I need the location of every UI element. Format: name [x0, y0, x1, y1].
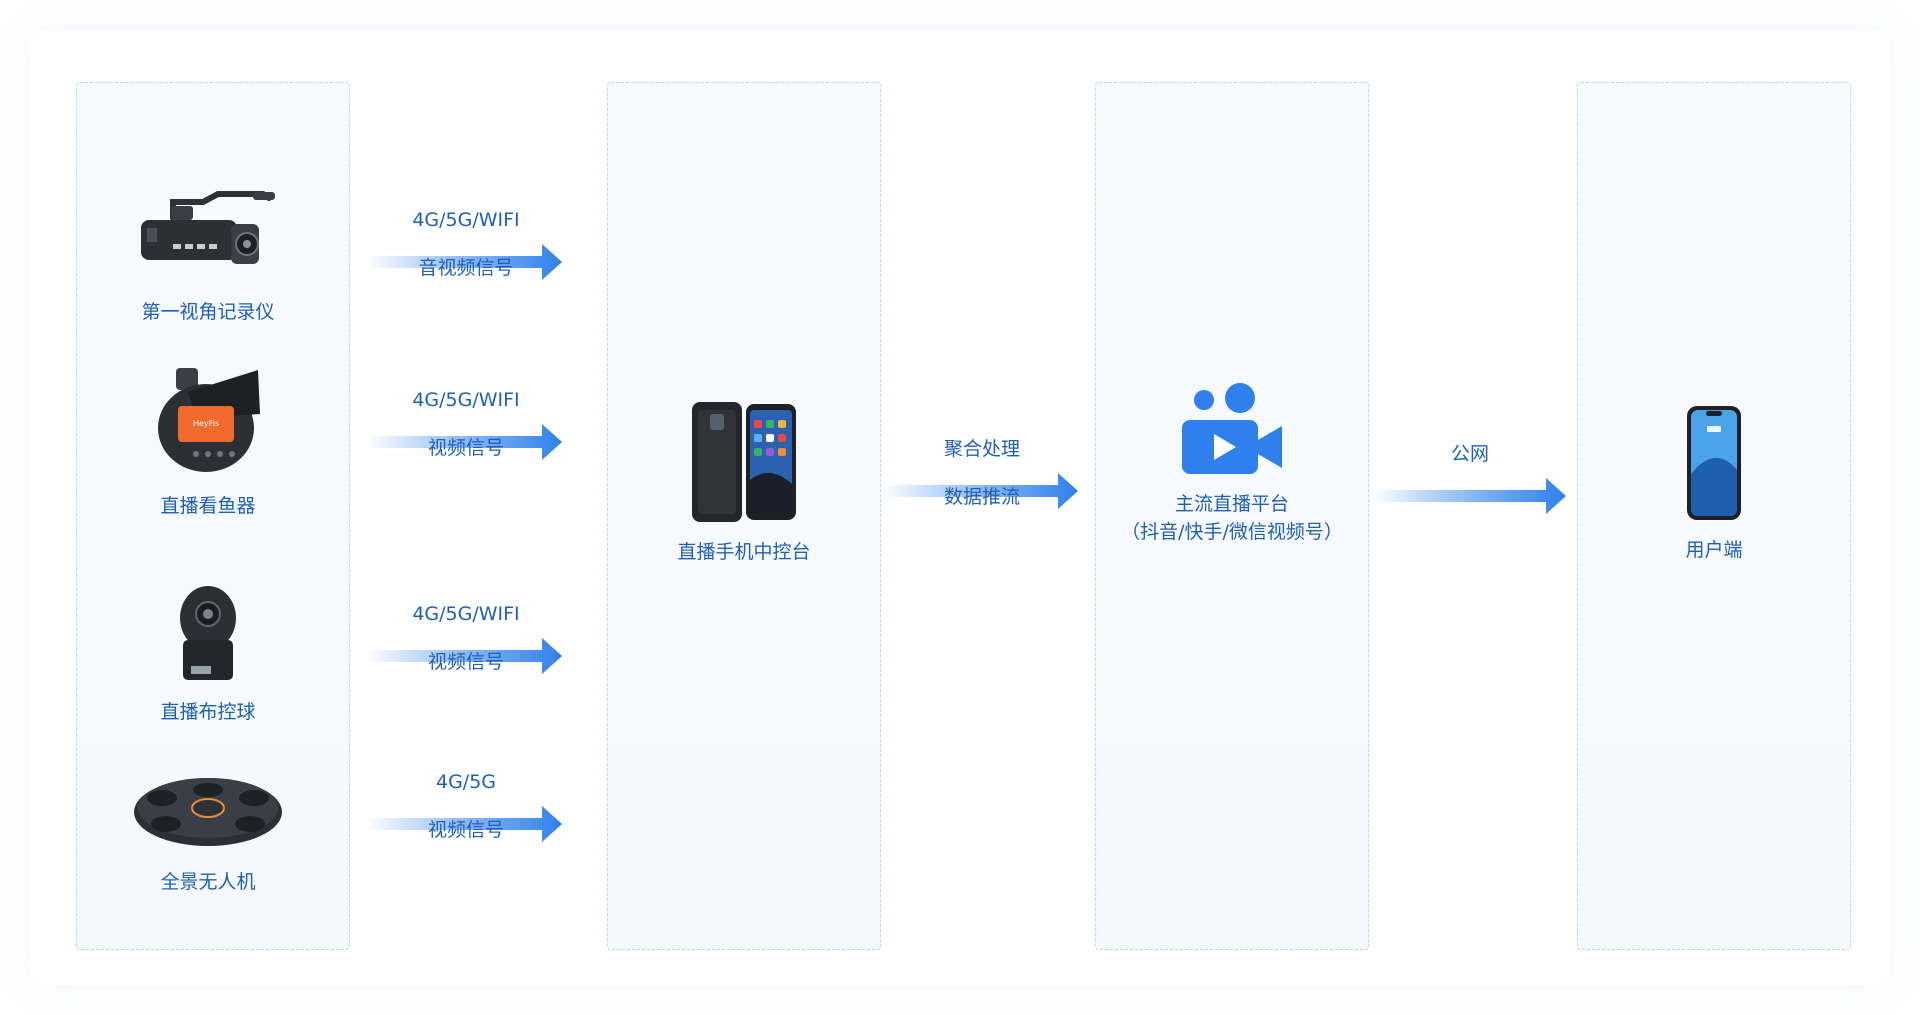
- platform-label: 主流直播平台: [1174, 493, 1289, 515]
- flow-arrow-icon: [366, 424, 562, 460]
- control-console-panel: [607, 82, 881, 950]
- flow-arrow-icon: [1370, 478, 1566, 514]
- source-label-ptz-dome: 直播布控球: [160, 701, 256, 723]
- platform-link: 公网: [1370, 441, 1570, 551]
- source-link-2: 4G/5G/WIFI 视频信号: [366, 387, 566, 497]
- flow-arrow-icon: [366, 244, 562, 280]
- control-link-bottom: 数据推流: [943, 486, 1020, 508]
- link-protocol-1: 4G/5G/WIFI: [412, 209, 520, 231]
- control-link: 聚合处理 数据推流: [882, 436, 1082, 546]
- video-camera-icon: [1182, 383, 1282, 474]
- ptz-dome-camera-icon: [180, 586, 236, 680]
- platform-node: 主流直播平台 （抖音/快手/微信视频号）: [1112, 382, 1352, 546]
- flow-arrow-icon: [366, 638, 562, 674]
- control-link-top: 聚合处理: [943, 438, 1020, 460]
- link-signal-2: 视频信号: [427, 437, 504, 459]
- link-protocol-2: 4G/5G/WIFI: [412, 389, 520, 411]
- user-label: 用户端: [1685, 539, 1743, 561]
- control-node: 直播手机中控台: [624, 400, 864, 566]
- link-protocol-4: 4G/5G: [435, 771, 497, 793]
- platform-sublabel: （抖音/快手/微信视频号）: [1121, 521, 1343, 543]
- control-label: 直播手机中控台: [677, 541, 811, 563]
- link-signal-1: 音视频信号: [418, 257, 514, 279]
- flow-arrow-icon: [882, 473, 1078, 509]
- link-signal-3: 视频信号: [427, 651, 504, 673]
- platform-link-top: 公网: [1450, 443, 1489, 465]
- source-label-drone: 全景无人机: [160, 871, 256, 893]
- fish-viewer-device-icon: HeyFis: [158, 368, 260, 472]
- head-mounted-camera-icon: [141, 191, 275, 264]
- source-node-bodycam: 第一视角记录仪: [88, 188, 328, 326]
- link-signal-4: 视频信号: [427, 819, 504, 841]
- source-node-ptz-dome: 直播布控球: [88, 582, 328, 726]
- live-platform-panel: [1095, 82, 1369, 950]
- svg-text:HeyFis: HeyFis: [193, 419, 219, 428]
- source-label-fish-viewer: 直播看鱼器: [160, 495, 256, 517]
- rugged-phones-icon: [692, 402, 796, 522]
- link-protocol-3: 4G/5G/WIFI: [412, 603, 520, 625]
- source-node-fish-viewer: HeyFis 直播看鱼器: [88, 364, 328, 520]
- smartphone-icon: [1687, 406, 1741, 520]
- source-link-4: 4G/5G 视频信号: [366, 769, 566, 879]
- source-label-bodycam: 第一视角记录仪: [141, 301, 275, 323]
- user-node: 用户端: [1594, 404, 1834, 564]
- source-link-1: 4G/5G/WIFI 音视频信号: [366, 207, 566, 317]
- source-node-drone: 全景无人机: [88, 768, 328, 896]
- source-link-3: 4G/5G/WIFI 视频信号: [366, 601, 566, 711]
- panoramic-drone-icon: [134, 778, 282, 846]
- flow-arrow-icon: [366, 806, 562, 842]
